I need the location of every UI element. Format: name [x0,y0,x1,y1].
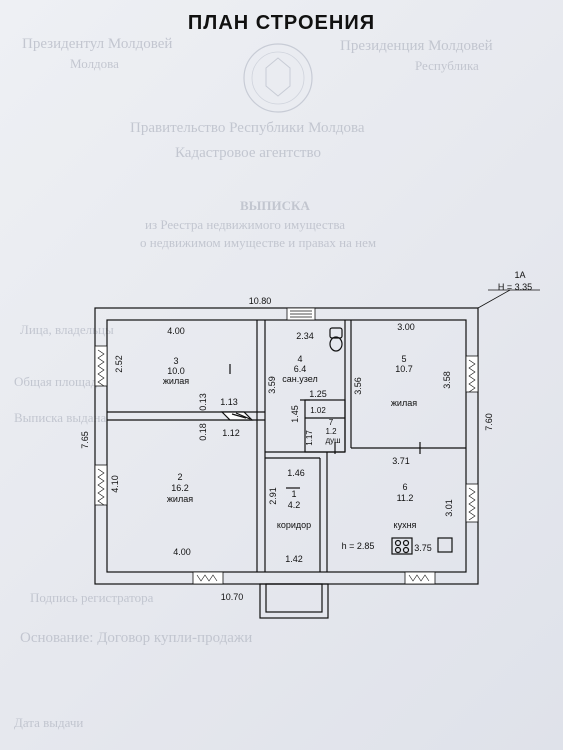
room-name: сан.узел [282,374,317,384]
watermark-text: Выписка выдана [14,410,107,425]
watermark-text: Общая площадь [14,374,104,389]
watermark-text: Лица, владельцы [20,322,114,337]
window-hatch [97,349,105,387]
dim-top-width: 10.80 [249,296,272,306]
toilet-bowl-icon [329,336,343,352]
marker-code: 1А [514,270,525,280]
dim-room4-height: 3.59 [267,376,277,394]
dim-shower: 1.17 [305,430,314,446]
room-area: 16.2 [171,483,189,493]
dim-room6-width: 3.71 [392,456,410,466]
stove-burner [394,539,402,547]
marker-leader [477,289,511,309]
dim-room3-window: 2.52 [114,355,124,373]
room-number: 4 [297,354,302,364]
window-hatch [196,574,218,582]
dim-room6-height: 3.01 [444,499,454,517]
window [192,571,224,585]
room-area: 4.2 [288,500,301,510]
shower-enclosure [304,399,346,453]
marker-height: H = 3.35 [498,282,532,292]
watermark-text: Дата выдачи [14,715,84,730]
dim-room4-width: 2.34 [296,331,314,341]
room-area: 1.2 [325,427,337,436]
page-title: ПЛАН СТРОЕНИЯ [187,12,376,34]
watermark-text: Подпись регистратора [30,590,154,605]
dim-passage: 1.12 [222,428,240,438]
room-name: жилая [163,376,189,386]
watermark-text: Республика [415,58,479,73]
porch-step [265,583,323,613]
dim-room5-height: 3.56 [353,377,363,395]
dim-room2-height: 4.10 [110,475,120,493]
door-hatch [231,413,247,419]
watermark-text: о недвижимом имуществе и правах на нем [140,235,377,250]
room-name: жилая [391,398,417,408]
dim-left-height: 7.65 [80,431,90,449]
dim-passage: 1.13 [220,397,238,407]
seal-emblem [243,43,313,113]
kitchen-height: h = 2.85 [342,541,375,551]
dim-corridor-bottom: 1.42 [285,554,303,564]
room-number: 1 [291,489,296,499]
watermark-text: Молдова [70,56,119,71]
stove-burner [402,546,410,554]
watermark-text: Президентул Молдовей [22,36,173,52]
dim-right-height: 7.60 [484,413,494,431]
window-hatch [97,468,105,506]
door-hatch [235,412,251,420]
dim-bottom-width: 10.70 [221,592,244,602]
dim-room5-right: 3.58 [442,371,452,389]
dim-room2-width: 4.00 [173,547,191,557]
watermark-text: Правительство Республики Молдова [130,120,365,136]
dim-passage: 0.18 [198,423,208,441]
watermark-text: Основание: Договор купли-продажи [20,630,253,646]
porch [259,583,329,619]
watermark-text: ВЫПИСКА [240,198,310,213]
dim-room5-width: 3.00 [397,322,415,332]
dim-bath: 1.45 [290,405,300,423]
room-name: жилая [167,494,193,504]
room-area: 10.0 [167,366,185,376]
room-number: 2 [177,472,182,482]
outer-wall-inner [106,319,467,573]
window [94,464,108,506]
stove-burner [402,539,410,547]
room-number: 3 [173,356,178,366]
room-number: 5 [401,354,406,364]
room-area: 6.4 [294,364,307,374]
dim-kitchen: 3.75 [414,543,432,553]
window [465,483,479,523]
stove-burner [394,546,402,554]
room-area: 11.2 [397,493,414,503]
watermark-text: Президенция Молдовей [340,38,493,54]
window [94,345,108,387]
dim-shower: 1.02 [310,406,326,415]
window [404,571,436,585]
dim-room3-width: 4.00 [167,326,185,336]
sink-icon [437,537,453,553]
room-name: кухня [394,520,417,530]
room-name: душ [325,436,340,445]
dim-corridor-height: 2.91 [268,487,278,505]
room-area: 10.7 [395,364,413,374]
room-name: коридор [277,520,311,530]
toilet-icon [329,327,343,339]
room-number: 7 [329,418,334,427]
stove-icon [391,537,413,555]
window-hatch [468,359,476,393]
dim-bath: 1.25 [309,389,327,399]
watermark-text: Кадастровое агентство [175,145,321,161]
dim-corridor-top: 1.46 [287,468,305,478]
window-hatch [408,574,430,582]
window-hatch [468,487,476,521]
room-number: 6 [402,482,407,492]
dim-passage: 0.13 [198,393,208,411]
watermark-text: из Реестра недвижимого имущества [145,217,346,232]
